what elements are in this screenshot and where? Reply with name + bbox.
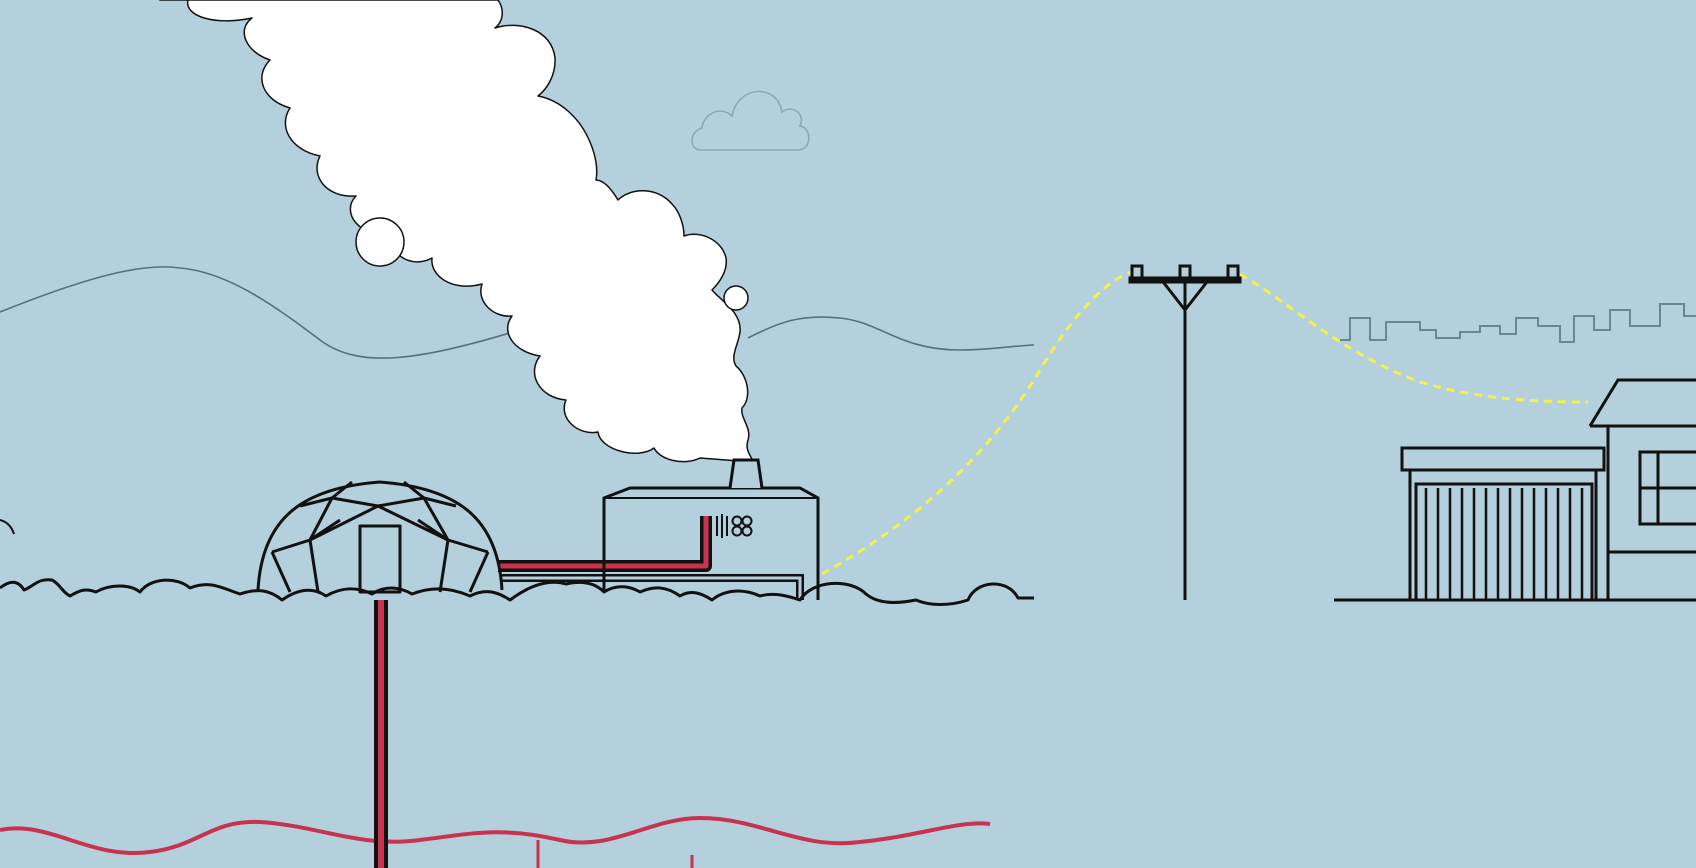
house <box>1588 378 1696 600</box>
power-lines <box>821 268 1589 576</box>
city-skyline <box>1340 303 1696 343</box>
partial-shape <box>0 519 15 535</box>
geodesic-dome <box>256 480 504 594</box>
hills <box>0 266 1035 359</box>
hot-pipe <box>498 516 712 572</box>
chimney <box>728 458 764 489</box>
magma-line <box>0 815 991 856</box>
warehouse <box>1334 446 1696 602</box>
power-plant <box>602 458 820 600</box>
ground <box>0 578 1034 606</box>
steam-plume <box>159 0 753 463</box>
utility-pole <box>1128 264 1242 600</box>
turbine-icon <box>716 514 753 538</box>
wellbore <box>374 600 388 868</box>
small-cloud <box>691 90 810 151</box>
